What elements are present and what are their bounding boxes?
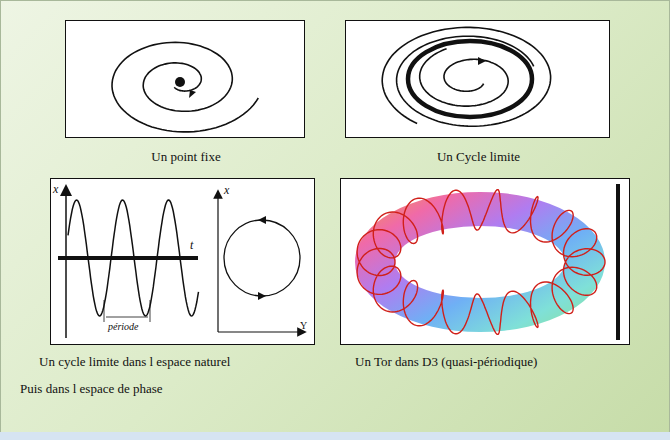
period-label: période [107, 321, 140, 332]
figure-panel: Un Tor dans D3 (quasi-périodique) [340, 178, 630, 345]
torus [355, 192, 605, 332]
axis-label: Y [300, 320, 307, 331]
spiral [112, 42, 258, 131]
panel-caption: Un Tor dans D3 (quasi-périodique) [355, 354, 537, 370]
figure-panel: Un cycle limite dans l espace naturel [50, 178, 315, 345]
axis-label: x [224, 183, 229, 198]
fixed-point [175, 77, 185, 87]
orbit [224, 220, 300, 296]
axis [217, 194, 218, 332]
axis [218, 331, 302, 332]
panel-ground [50, 178, 315, 345]
axis [65, 190, 67, 338]
panel-caption: Un point fixe [151, 149, 220, 165]
panel-caption: Un cycle limite dans l espace naturel [39, 354, 230, 370]
arrow-head [258, 216, 266, 224]
limit-cycle [408, 41, 532, 117]
axis-label: t [190, 238, 193, 253]
axis [58, 256, 198, 260]
period-line [106, 317, 148, 318]
arrow-head [189, 90, 196, 98]
axis-label: x [53, 182, 58, 197]
figure-panel: Un Cycle limite [345, 20, 610, 138]
spiral [382, 27, 550, 126]
panel-ground [340, 178, 630, 345]
spiral [420, 49, 509, 106]
figure-panel: Un point fixe [65, 20, 305, 138]
arrow-head [258, 292, 266, 300]
black-bar [616, 184, 620, 340]
arrow-head [478, 57, 486, 65]
torus-winding [357, 190, 605, 335]
bottom-band [0, 432, 670, 440]
panel-ground [345, 20, 610, 138]
panel-caption: Un Cycle limite [437, 149, 520, 165]
guide-line [104, 300, 105, 322]
guide-line [150, 300, 151, 322]
note: Puis dans l espace de phase [20, 381, 163, 397]
panel-ground [65, 20, 305, 138]
sine-wave [68, 200, 199, 316]
